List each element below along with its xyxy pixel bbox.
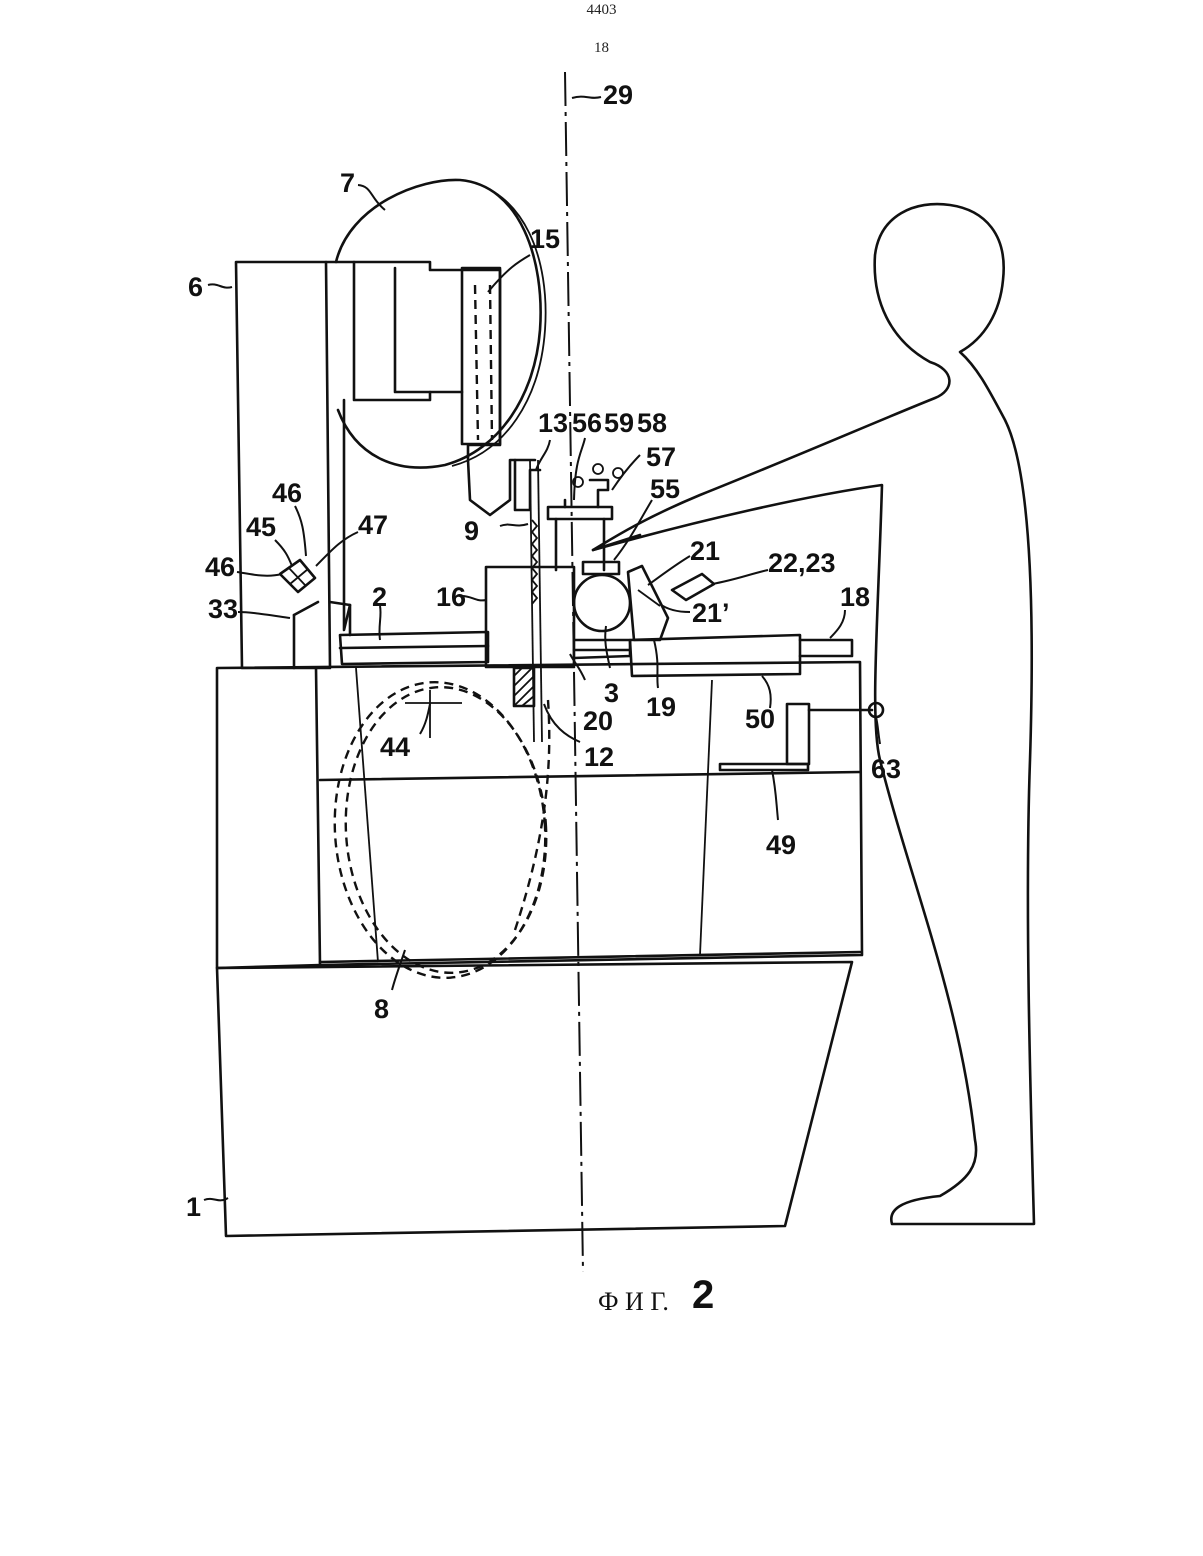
lower-wheel-inner-dashed <box>336 680 555 979</box>
leader-8 <box>392 950 405 990</box>
work-table-edge <box>340 646 488 648</box>
label-1: 1 <box>186 1192 201 1222</box>
knob-58-top <box>593 464 603 474</box>
guide-block-16 <box>486 567 574 667</box>
leader-57 <box>612 455 640 490</box>
leader-22-23 <box>712 570 768 584</box>
leader-9 <box>500 524 528 526</box>
label-18: 18 <box>840 582 870 612</box>
label-58: 58 <box>637 408 667 438</box>
label-21: 21 <box>690 536 720 566</box>
vise-jaw-21 <box>628 566 668 640</box>
machine-base <box>217 962 852 1236</box>
label-50: 50 <box>745 704 775 734</box>
label-47: 47 <box>358 510 388 540</box>
leader-21 <box>648 556 690 585</box>
label-63: 63 <box>871 754 901 784</box>
label-33: 33 <box>208 594 238 624</box>
clamp-spindle-57 <box>590 480 608 507</box>
arm-plate-inner <box>395 268 462 392</box>
label-29: 29 <box>603 80 633 110</box>
leader-7 <box>358 185 385 210</box>
crank-housing <box>787 704 809 764</box>
cabinet-shelf-line <box>320 772 860 780</box>
lower-guide-hatch <box>514 668 534 706</box>
label-9: 9 <box>464 516 479 546</box>
figure-caption-prefix: Ф И Г. <box>598 1287 669 1316</box>
arm-upper-plate <box>354 262 430 400</box>
workpiece-round <box>574 575 630 631</box>
label-22-23: 22,23 <box>768 548 836 578</box>
leader-33 <box>238 612 290 618</box>
blade-teeth <box>532 520 537 604</box>
clamp-pad-55 <box>583 562 619 574</box>
cabinet-inner-right <box>700 680 712 955</box>
upper-wheel-outline <box>336 180 541 468</box>
leader-46b <box>237 572 282 576</box>
label-7: 7 <box>340 168 355 198</box>
vise-rod-18 <box>800 640 852 656</box>
leader-45 <box>275 540 292 566</box>
handle-22-23 <box>672 574 714 600</box>
column-bracket-top <box>294 602 318 615</box>
leader-55 <box>614 500 652 560</box>
upper-arm-frame <box>326 262 535 515</box>
leader-18 <box>830 610 845 638</box>
leader-44 <box>420 704 430 734</box>
label-13: 13 <box>538 408 568 438</box>
label-57: 57 <box>646 442 676 472</box>
arm-inner-edge <box>344 400 350 630</box>
label-2: 2 <box>372 582 387 612</box>
blade-lower-dashed <box>515 700 549 930</box>
leader-46a <box>295 506 306 556</box>
leader-29 <box>572 97 601 98</box>
label-46-upper: 46 <box>272 478 302 508</box>
clamp-plate-56 <box>548 507 612 519</box>
leader-15 <box>488 255 530 292</box>
label-45: 45 <box>246 512 276 542</box>
leader-13 <box>536 440 550 470</box>
blade-line-right <box>538 460 542 742</box>
figure-caption-number: 2 <box>692 1273 714 1317</box>
label-55: 55 <box>650 474 680 504</box>
label-46-lower: 46 <box>205 552 235 582</box>
bolt-block-mark <box>288 567 305 585</box>
label-16: 16 <box>436 582 466 612</box>
label-19: 19 <box>646 692 676 722</box>
leader-47 <box>316 532 358 566</box>
label-49: 49 <box>766 830 796 860</box>
label-21-prime: 21’ <box>692 598 730 628</box>
guard-dash-left <box>475 285 478 440</box>
label-59: 59 <box>604 408 634 438</box>
leader-56 <box>574 438 585 500</box>
label-15: 15 <box>530 224 560 254</box>
crank-base-49 <box>720 764 808 770</box>
label-8: 8 <box>374 994 389 1024</box>
guard-dash-right <box>490 285 492 440</box>
upper-wheel-guard-15 <box>462 268 500 444</box>
cabinet-left-panel-edge <box>316 668 320 965</box>
label-56: 56 <box>572 408 602 438</box>
label-3: 3 <box>604 678 619 708</box>
leader-6 <box>208 284 232 287</box>
label-12: 12 <box>584 742 614 772</box>
label-44: 44 <box>380 732 410 762</box>
label-6: 6 <box>188 272 203 302</box>
leader-3 <box>605 626 610 668</box>
label-20: 20 <box>583 706 613 736</box>
machine-column <box>236 262 330 668</box>
leader-49 <box>772 770 778 820</box>
